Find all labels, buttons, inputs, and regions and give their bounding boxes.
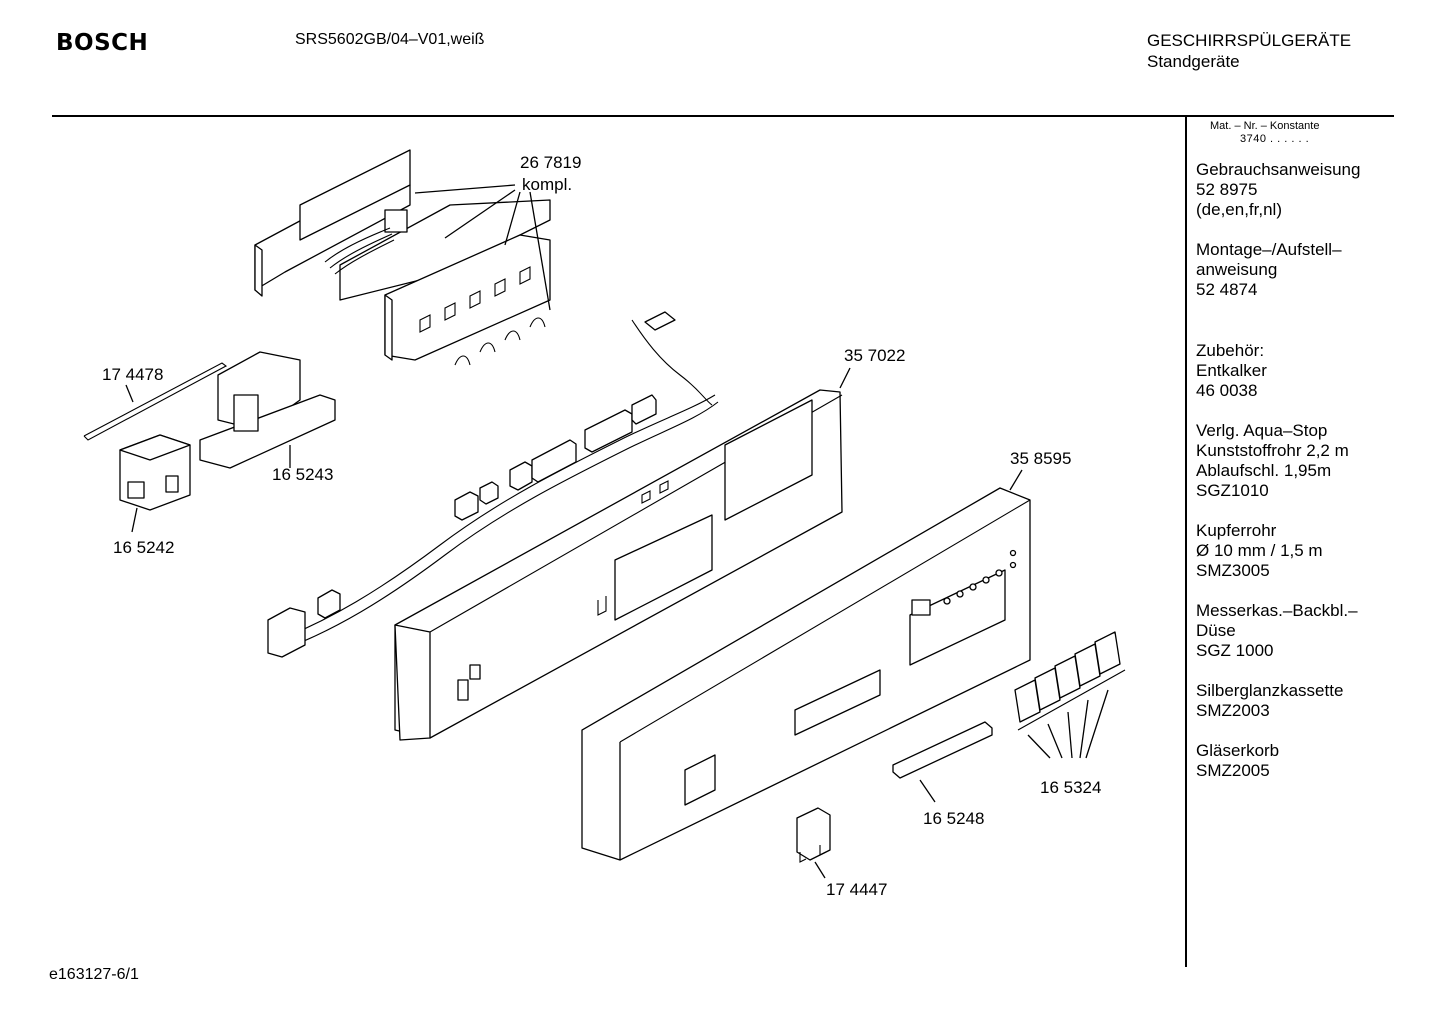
category-line-1: GESCHIRRSPÜLGERÄTE [1147, 31, 1352, 50]
sidebar-block-accessories: Zubehör: Entkalker 46 0038 [1196, 341, 1386, 401]
handle-strip: 16 5248 [892, 721, 993, 828]
part-note-kompl: kompl. [522, 175, 572, 194]
clip-part: 17 4447 [796, 807, 887, 899]
part-number-357022: 35 7022 [844, 346, 905, 365]
sidebar-line: Ablaufschl. 1,95m [1196, 461, 1332, 480]
sidebar-block-silver-cassette: Silberglanzkassette SMZ2003 [1196, 681, 1386, 721]
sidebar-block-copper-pipe: Kupferrohr Ø 10 mm / 1,5 m SMZ3005 [1196, 521, 1386, 581]
sidebar-line: Silberglanzkassette [1196, 681, 1344, 700]
category-title: GESCHIRRSPÜLGERÄTE Standgeräte [1147, 30, 1351, 72]
part-number-165248: 16 5248 [923, 809, 984, 828]
sidebar-header-line-1: Mat. – Nr. – Konstante [1210, 120, 1320, 132]
sidebar-header-line-2: 3740 . . . . . . [1240, 133, 1310, 145]
header-divider [52, 115, 1394, 117]
model-number: SRS5602GB/04–V01,weiß [295, 31, 485, 48]
sidebar-line: 46 0038 [1196, 381, 1258, 400]
document-id: e163127-6/1 [49, 966, 139, 983]
sidebar-block-installation: Montage–/Aufstell– anweisung 52 4874 [1196, 240, 1386, 300]
part-number-358595: 35 8595 [1010, 449, 1071, 468]
sidebar-line: SMZ3005 [1196, 561, 1270, 580]
sidebar-line: Zubehör: [1196, 341, 1265, 360]
part-number-267819: 26 7819 [520, 153, 581, 172]
sidebar-line: Ø 10 mm / 1,5 m [1196, 541, 1323, 560]
part-number-165243: 16 5243 [272, 465, 333, 484]
sidebar-line: SGZ 1000 [1196, 641, 1274, 660]
sidebar-block-cutlery: Messerkas.–Backbl.– Düse SGZ 1000 [1196, 601, 1386, 661]
sidebar-line: SMZ2003 [1196, 701, 1270, 720]
sidebar-line: 52 4874 [1196, 280, 1258, 299]
part-number-165242: 16 5242 [113, 538, 174, 557]
sidebar-line: 52 8975 [1196, 180, 1258, 199]
rod-part: 17 4478 [83, 362, 228, 441]
sidebar-line: (de,en,fr,nl) [1196, 200, 1282, 219]
front-panel: 35 8595 [581, 449, 1071, 861]
sidebar-block-manual: Gebrauchsanweisung 52 8975 (de,en,fr,nl) [1196, 160, 1386, 220]
category-line-2: Standgeräte [1147, 52, 1240, 71]
button-set: 16 5324 [1014, 631, 1126, 797]
bracket-part: 16 5243 [199, 351, 336, 484]
sidebar-line: Entkalker [1196, 361, 1267, 380]
sidebar-block-glass-basket: Gläserkorb SMZ2005 [1196, 741, 1386, 781]
sidebar-block-aquastop: Verlg. Aqua–Stop Kunststoffrohr 2,2 m Ab… [1196, 421, 1386, 501]
sidebar-line: Gebrauchsanweisung [1196, 160, 1361, 179]
sidebar-line: Kupferrohr [1196, 521, 1277, 540]
accessory-sidebar: Mat. – Nr. – Konstante 3740 . . . . . . … [1196, 120, 1386, 781]
sidebar-line: Gläserkorb [1196, 741, 1280, 760]
sidebar-line: SMZ2005 [1196, 761, 1270, 780]
sidebar-line: SGZ1010 [1196, 481, 1269, 500]
sidebar-line: Verlg. Aqua–Stop [1196, 421, 1328, 440]
sidebar-divider [1185, 117, 1187, 967]
sidebar-line: anweisung [1196, 260, 1278, 279]
part-number-174447: 17 4447 [826, 880, 887, 899]
control-module-assembly: 26 7819 kompl. [254, 149, 581, 366]
sidebar-line: Montage–/Aufstell– [1196, 240, 1342, 259]
control-panel-frame: 35 7022 [267, 311, 905, 741]
part-number-174478: 17 4478 [102, 365, 163, 384]
sidebar-line: Düse [1196, 621, 1236, 640]
part-number-165324: 16 5324 [1040, 778, 1101, 797]
exploded-parts-diagram: 26 7819 kompl. 17 4478 16 5243 16 5242 [83, 149, 1126, 899]
brand-logo: BOSCH [56, 30, 149, 56]
sidebar-line: Messerkas.–Backbl.– [1196, 601, 1358, 620]
sidebar-line: Kunststoffrohr 2,2 m [1196, 441, 1349, 460]
switch-part: 16 5242 [113, 434, 191, 557]
